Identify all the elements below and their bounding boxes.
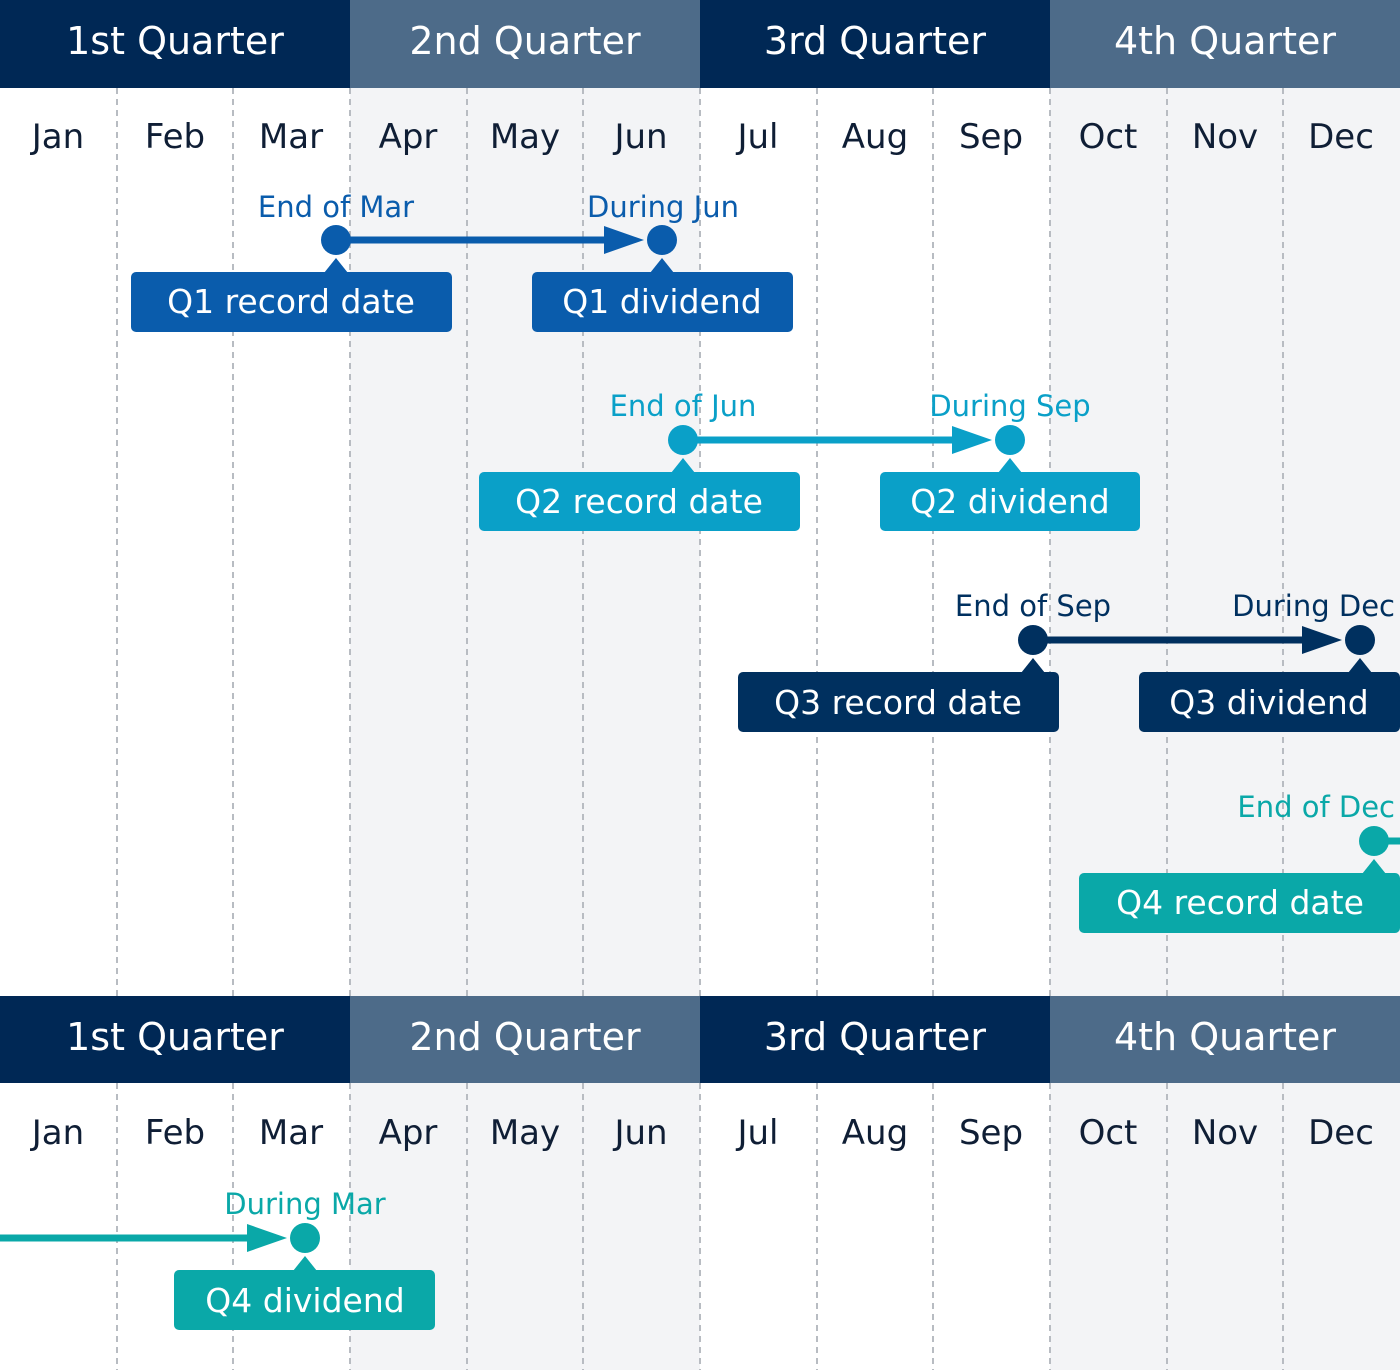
q4-payment-box-label: Q4 dividend: [205, 1281, 404, 1320]
quarter-label: 2nd Quarter: [409, 1015, 641, 1059]
q3-payment-box-label: Q3 dividend: [1169, 683, 1368, 722]
quarter-label: 1st Quarter: [66, 19, 284, 63]
q4-payment-label: During Mar: [224, 1187, 385, 1221]
q4-record-box: [1079, 873, 1400, 933]
month-label: Feb: [145, 117, 205, 157]
month-label: Mar: [259, 117, 323, 157]
q4-payment-marker: [290, 1223, 320, 1253]
month-label: Jan: [30, 117, 84, 157]
month-label: May: [490, 1113, 560, 1153]
q4-record-label: End of Dec: [1237, 790, 1395, 824]
q1-record-marker: [321, 225, 351, 255]
month-label: Feb: [145, 1113, 205, 1153]
q2-payment-pointer: [998, 458, 1022, 473]
q4-payment-box: [174, 1270, 435, 1330]
q3-payment-pointer: [1348, 658, 1372, 673]
quarter-cell-q4: [1050, 996, 1400, 1083]
q1-payment-box: [532, 272, 793, 332]
month-label: Dec: [1308, 1113, 1374, 1153]
quarter-header-top: 1st Quarter 2nd Quarter 3rd Quarter 4th …: [0, 0, 1400, 88]
month-label: Jul: [735, 117, 778, 157]
quarter-label: 1st Quarter: [66, 1015, 284, 1059]
month-label: Dec: [1308, 117, 1374, 157]
q3-record-box: [738, 672, 1059, 732]
q4-shade-bottom: [1050, 1083, 1400, 1370]
month-row-top: Jan Feb Mar Apr May Jun Jul Aug Sep Oct …: [30, 117, 1374, 157]
quarter-cell-q3: [700, 996, 1050, 1083]
quarter-cell-q1: [0, 0, 350, 88]
q4-record-event: End of Dec Q4 record date: [1079, 790, 1400, 933]
quarter-cell-q4: [1050, 0, 1400, 88]
q2-record-label: End of Jun: [610, 389, 757, 423]
quarter-label: 3rd Quarter: [764, 1015, 987, 1059]
month-label: Mar: [259, 1113, 323, 1153]
q1-record-box-label: Q1 record date: [167, 282, 415, 321]
month-label: Apr: [379, 1113, 438, 1153]
q3-record-marker: [1018, 625, 1048, 655]
q4-arrowhead: [247, 1224, 287, 1252]
month-label: Sep: [959, 1113, 1023, 1153]
q1-record-label: End of Mar: [258, 190, 414, 224]
month-label: Nov: [1192, 1113, 1258, 1153]
q3-event: End of Sep During Dec Q3 record date Q3 …: [738, 589, 1400, 732]
q3-payment-label: During Dec: [1232, 589, 1395, 623]
q4-payment-event: During Mar Q4 dividend: [0, 1187, 435, 1330]
q1-payment-label: During Jun: [587, 190, 739, 224]
q1-record-pointer: [324, 258, 348, 273]
q2-payment-marker: [995, 425, 1025, 455]
month-label: Jul: [735, 1113, 778, 1153]
q3-payment-box: [1139, 672, 1400, 732]
q3-record-label: End of Sep: [955, 589, 1111, 623]
q3-record-box-label: Q3 record date: [774, 683, 1022, 722]
q1-payment-marker: [647, 225, 677, 255]
gridlines-top: [116, 88, 1284, 996]
quarter-label: 3rd Quarter: [764, 19, 987, 63]
month-label: Apr: [379, 117, 438, 157]
q4-shade-top: [1050, 88, 1400, 996]
month-row-bottom: Jan Feb Mar Apr May Jun Jul Aug Sep Oct …: [30, 1113, 1374, 1153]
q2-record-box-label: Q2 record date: [515, 482, 763, 521]
q4-record-box-label: Q4 record date: [1116, 883, 1364, 922]
q2-record-pointer: [671, 458, 695, 473]
month-label: Aug: [842, 117, 908, 157]
q2-event: End of Jun During Sep Q2 record date Q2 …: [479, 389, 1140, 531]
quarter-cell-q3: [700, 0, 1050, 88]
quarter-label: 2nd Quarter: [409, 19, 641, 63]
month-label: Jan: [30, 1113, 84, 1153]
q2-record-box: [479, 472, 800, 531]
quarter-cell-q1: [0, 996, 350, 1083]
month-label: May: [490, 117, 560, 157]
q2-arrowhead: [952, 426, 992, 454]
month-label: Oct: [1079, 1113, 1138, 1153]
q1-record-box: [131, 272, 452, 332]
q2-payment-label: During Sep: [929, 389, 1090, 423]
q3-arrowhead: [1302, 626, 1342, 654]
q1-payment-pointer: [650, 258, 674, 273]
q2-payment-box: [880, 472, 1140, 531]
gridlines-bottom: [116, 1083, 1284, 1370]
quarter-cell-q2: [350, 996, 700, 1083]
quarter-cell-q2: [350, 0, 700, 88]
q4-record-pointer: [1362, 859, 1386, 874]
quarter-label: 4th Quarter: [1114, 19, 1336, 63]
q4-payment-pointer: [293, 1256, 317, 1271]
q3-record-pointer: [1021, 658, 1045, 673]
quarter-header-bottom: 1st Quarter 2nd Quarter 3rd Quarter 4th …: [0, 996, 1400, 1083]
q1-payment-box-label: Q1 dividend: [562, 282, 761, 321]
q3-payment-marker: [1345, 625, 1375, 655]
month-label: Sep: [959, 117, 1023, 157]
month-label: Aug: [842, 1113, 908, 1153]
month-label: Oct: [1079, 117, 1138, 157]
q2-shade-top: [350, 88, 700, 996]
month-label: Jun: [612, 1113, 667, 1153]
q1-arrowhead: [604, 226, 644, 254]
q2-payment-box-label: Q2 dividend: [910, 482, 1109, 521]
q1-event: End of Mar During Jun Q1 record date Q1 …: [131, 190, 793, 332]
q2-record-marker: [668, 425, 698, 455]
q4-record-marker: [1359, 826, 1389, 856]
quarter-label: 4th Quarter: [1114, 1015, 1336, 1059]
month-label: Nov: [1192, 117, 1258, 157]
month-label: Jun: [612, 117, 667, 157]
